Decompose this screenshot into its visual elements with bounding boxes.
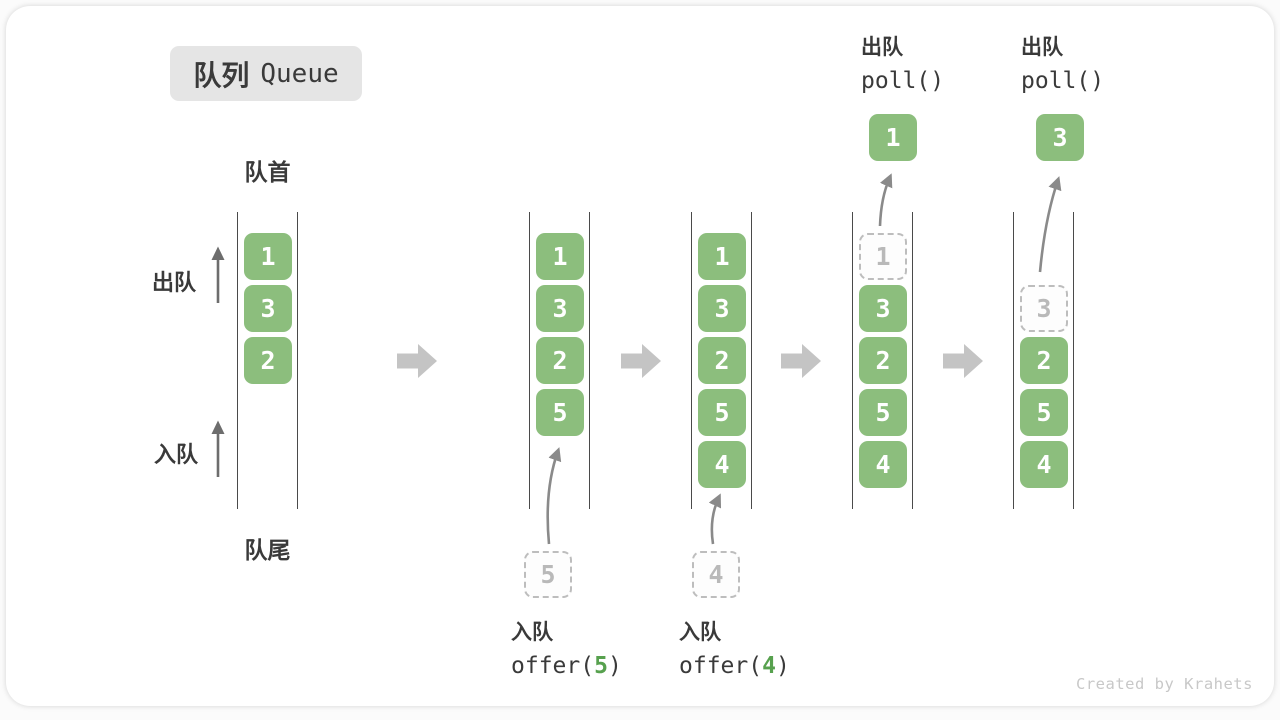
dequeue-code: poll() bbox=[861, 68, 945, 94]
code-text: offer( bbox=[511, 653, 595, 679]
queue-slot-2: 2 bbox=[698, 337, 746, 384]
dequeue-code: poll() bbox=[1021, 68, 1105, 94]
title-cjk: 队列 bbox=[193, 59, 250, 91]
queue-slot-dashed-3: 3 bbox=[1020, 285, 1068, 332]
label-enqueue: 入队 bbox=[154, 442, 199, 467]
queue-slot-2: 2 bbox=[1020, 337, 1068, 384]
queue-slot-1: 1 bbox=[536, 233, 584, 280]
queue-slot-1: 1 bbox=[698, 233, 746, 280]
popped-element-3: 3 bbox=[1036, 114, 1084, 161]
queue-state-after-offer-4: 1 3 2 5 4 bbox=[691, 212, 752, 509]
enqueue-code: offer(4) bbox=[679, 653, 790, 679]
queue-slot-3: 3 bbox=[244, 285, 292, 332]
queue-slot-dashed-1: 1 bbox=[859, 233, 907, 280]
queue-slot-3: 3 bbox=[859, 285, 907, 332]
label-dequeue: 出队 bbox=[152, 270, 197, 295]
queue-slot-5: 5 bbox=[1020, 389, 1068, 436]
label-queue-front: 队首 bbox=[244, 159, 291, 185]
dequeue-action-label: 出队 bbox=[861, 36, 903, 59]
queue-state-after-poll-1: 1 3 2 5 4 bbox=[852, 212, 913, 509]
queue-slot-2: 2 bbox=[536, 337, 584, 384]
dequeue-action-label: 出队 bbox=[1021, 36, 1063, 59]
code-text: ) bbox=[775, 653, 790, 679]
annotation-offer-4: 入队 offer(4) bbox=[679, 616, 790, 679]
queue-slot-3: 3 bbox=[536, 285, 584, 332]
annotation-poll-3: 出队 poll() bbox=[1021, 31, 1104, 94]
title-en: Queue bbox=[260, 58, 339, 89]
code-arg: 4 bbox=[762, 653, 776, 679]
title-badge: 队列 Queue bbox=[170, 46, 362, 101]
code-text: ) bbox=[607, 653, 622, 679]
label-queue-rear: 队尾 bbox=[244, 537, 291, 563]
incoming-element-4: 4 bbox=[692, 551, 740, 598]
watermark: Created by Krahets bbox=[1076, 675, 1253, 693]
queue-slot-3: 3 bbox=[698, 285, 746, 332]
queue-slot-4: 4 bbox=[698, 441, 746, 488]
queue-slot-5: 5 bbox=[698, 389, 746, 436]
enqueue-action-label: 入队 bbox=[511, 621, 553, 644]
code-arg: 5 bbox=[594, 653, 608, 679]
enqueue-action-label: 入队 bbox=[679, 621, 721, 644]
annotation-offer-5: 入队 offer(5) bbox=[511, 616, 622, 679]
enqueue-code: offer(5) bbox=[511, 653, 622, 679]
queue-state-after-poll-3: 3 2 5 4 bbox=[1013, 212, 1074, 509]
queue-slot-2: 2 bbox=[244, 337, 292, 384]
queue-state-initial: 1 3 2 bbox=[237, 212, 298, 509]
queue-state-after-offer-5: 1 3 2 5 bbox=[529, 212, 590, 509]
queue-slot-5: 5 bbox=[536, 389, 584, 436]
code-text: offer( bbox=[679, 653, 763, 679]
queue-slot-2: 2 bbox=[859, 337, 907, 384]
queue-slot-5: 5 bbox=[859, 389, 907, 436]
queue-slot-4: 4 bbox=[859, 441, 907, 488]
diagram-card bbox=[6, 6, 1274, 706]
annotation-poll-1: 出队 poll() bbox=[861, 31, 944, 94]
popped-element-1: 1 bbox=[869, 114, 917, 161]
incoming-element-5: 5 bbox=[524, 551, 572, 598]
queue-slot-4: 4 bbox=[1020, 441, 1068, 488]
queue-slot-1: 1 bbox=[244, 233, 292, 280]
